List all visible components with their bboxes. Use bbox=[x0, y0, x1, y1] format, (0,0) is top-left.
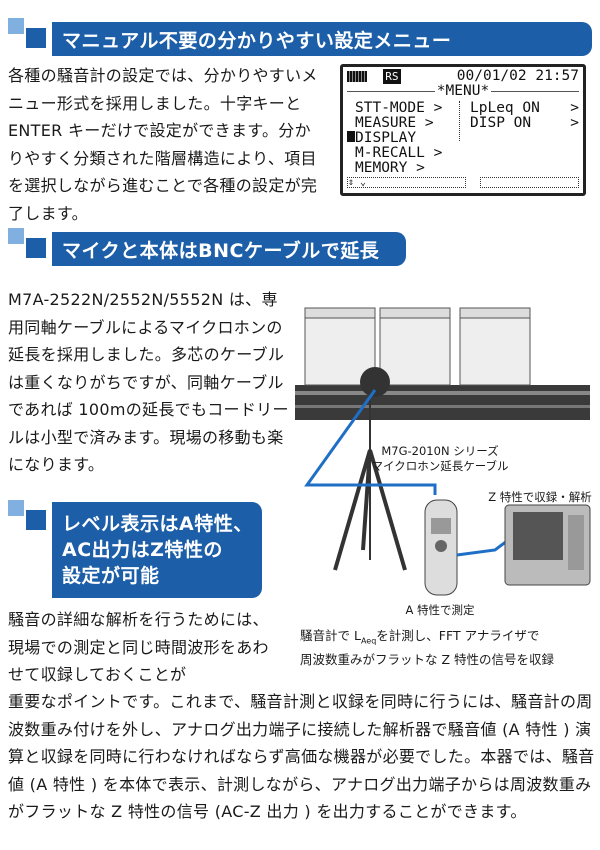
section-3-text-narrow: 騒音の詳細な解析を行うためには、現場での測定と同じ時間波形をあわせて収録しておく… bbox=[8, 610, 269, 684]
decor-square-icon bbox=[26, 510, 46, 530]
setup-illustration bbox=[295, 307, 591, 596]
section-3-title: レベル表示はA特性、AC出力はZ特性の設定が可能 bbox=[52, 502, 262, 598]
section-1-title: マニュアル不要の分かりやすい設定メニュー bbox=[52, 22, 592, 56]
rs-badge: RS bbox=[383, 69, 401, 84]
extension-cable bbox=[304, 389, 437, 495]
meter-label: A 特性で測定 bbox=[405, 603, 475, 617]
submenu-item[interactable]: LpLeq ON> bbox=[470, 100, 579, 116]
scroll-arrows-icon[interactable]: ⇕ ⌄ bbox=[347, 177, 466, 188]
figure-caption: 騒音計で LAeqを計測し、FFT アナライザで 周波数重みがフラットな Z 特… bbox=[300, 628, 555, 667]
factory-floor bbox=[295, 385, 590, 420]
section-3-text: 重要なポイントです。これまで、騒音計測と収録を同時に行うには、騒音計の周波数重み… bbox=[8, 692, 595, 821]
section-2-text: M7A-2522N/2552N/5552N は、専用同軸ケーブルによるマイクロホ… bbox=[8, 290, 289, 474]
sound-level-meter-icon bbox=[424, 499, 458, 596]
submenu-item[interactable]: DISP ON> bbox=[470, 115, 579, 131]
decor-square-icon bbox=[8, 500, 24, 516]
menu-item[interactable]: M-RECALL > bbox=[355, 145, 443, 161]
section-1-text: 各種の騒音計の設定では、分かりやすいメニュー形式を採用しました。十字キーと EN… bbox=[8, 66, 318, 223]
lcd-datetime: 00/01/02 21:57 bbox=[456, 68, 579, 84]
microphone-icon bbox=[360, 367, 390, 397]
section-2-title: マイクと本体はBNCケーブルで延長 bbox=[52, 232, 406, 266]
lcd-menu-display: RS 00/01/02 21:57 *MENU* STT-MODE > MEAS… bbox=[340, 64, 586, 196]
decor-square-icon bbox=[8, 228, 24, 244]
menu-item[interactable]: STT-MODE > bbox=[355, 100, 443, 116]
decor-square-icon bbox=[8, 18, 24, 34]
decor-square-icon bbox=[26, 238, 46, 258]
washing-machine bbox=[304, 307, 531, 386]
menu-item[interactable]: MEASURE > bbox=[355, 115, 434, 131]
analyzer-label: Z 特性で収録・解析 bbox=[488, 490, 592, 504]
fft-analyzer-icon bbox=[504, 504, 591, 586]
battery-icon bbox=[347, 71, 367, 82]
lcd-status-box bbox=[479, 177, 579, 188]
menu-item-selected[interactable]: DISPLAY bbox=[347, 131, 459, 146]
cable-label: M7G-2010N シリーズマイクロホン延長ケーブル bbox=[371, 444, 509, 473]
decor-square-icon bbox=[26, 28, 46, 48]
menu-item[interactable]: MEMORY > bbox=[355, 160, 425, 176]
tripod bbox=[333, 395, 407, 571]
lcd-menu-title: *MENU* bbox=[434, 83, 492, 99]
